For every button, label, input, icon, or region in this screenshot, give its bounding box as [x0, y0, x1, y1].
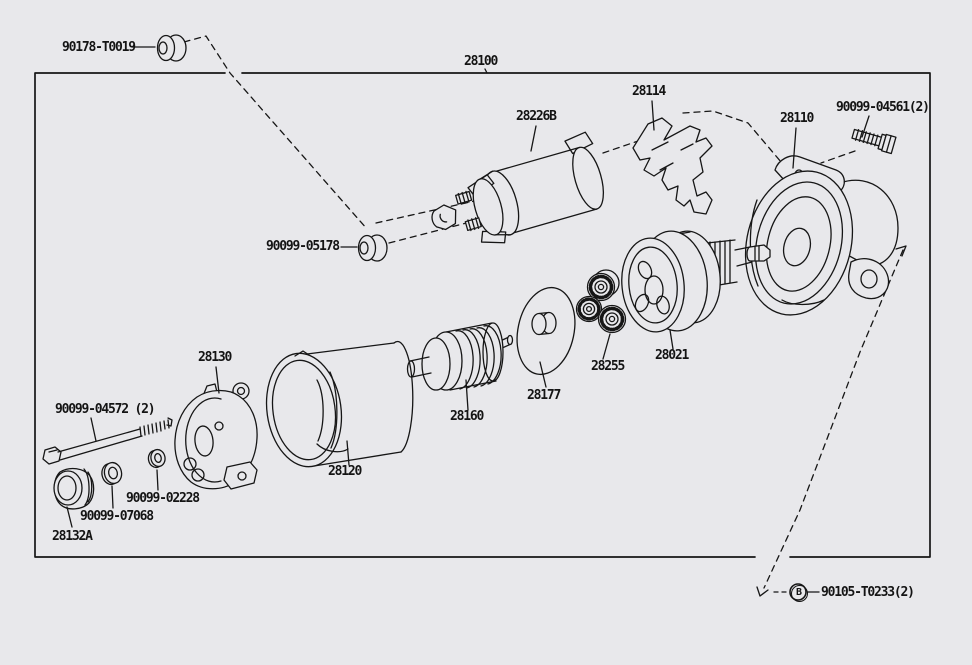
part-ref-90099-07068: 90099-07068 — [80, 509, 154, 524]
part-drawing-solenoid-28226B — [431, 131, 605, 244]
callout-b-letter: B — [790, 584, 808, 602]
part-ref-90105-T0233: 90105-T0233(2) — [821, 585, 915, 600]
part-drawing-clutch-28021 — [621, 230, 771, 333]
guide-arrowheads — [756, 245, 907, 597]
label-leader-lines — [66, 46, 870, 593]
part-ref-28120: 28120 — [328, 464, 362, 479]
part-drawing-ring-90099-02228 — [147, 448, 166, 469]
part-drawing-nut-90099-05178 — [357, 234, 388, 262]
part-ref-28021: 28021 — [655, 348, 689, 363]
part-ref-28255: 28255 — [591, 359, 625, 374]
part-drawing-nut-90178-T0019 — [156, 34, 187, 62]
part-drawing-cap-28132A — [53, 467, 95, 510]
part-ref-28132A: 28132A — [52, 529, 93, 544]
part-ref-90099-05178: 90099-05178 — [266, 239, 340, 254]
diagram-frame-box — [34, 72, 931, 558]
part-ref-28114: 28114 — [632, 84, 666, 99]
part-ref-90099-04561: 90099-04561(2) — [836, 100, 930, 115]
part-drawing-planetary-gears-28255 — [575, 269, 627, 334]
part-drawing-end-frame-28130 — [174, 382, 258, 490]
part-ref-28100: 28100 — [464, 54, 498, 69]
part-ref-90099-02228: 90099-02228 — [126, 491, 200, 506]
part-drawing-yoke-28120 — [265, 340, 414, 468]
part-drawing-washer-90099-07068 — [101, 461, 123, 486]
part-ref-28177: 28177 — [527, 388, 561, 403]
part-ref-28110: 28110 — [780, 111, 814, 126]
part-drawing-drive-housing-28110 — [744, 155, 899, 316]
part-ref-28226B: 28226B — [516, 109, 557, 124]
part-ref-90178-T0019: 90178-T0019 — [62, 40, 136, 55]
part-drawing-plate-28177 — [516, 286, 576, 376]
part-ref-90099-04572: 90099-04572 (2) — [55, 402, 156, 417]
part-ref-28130: 28130 — [198, 350, 232, 365]
part-drawing-through-bolt-90099-04572 — [42, 417, 173, 465]
part-drawing-bracket-28114 — [632, 117, 713, 215]
part-ref-28160: 28160 — [450, 409, 484, 424]
part-drawing-armature-28160 — [406, 322, 514, 391]
part-drawing-bolt-90099-04561 — [851, 128, 897, 155]
